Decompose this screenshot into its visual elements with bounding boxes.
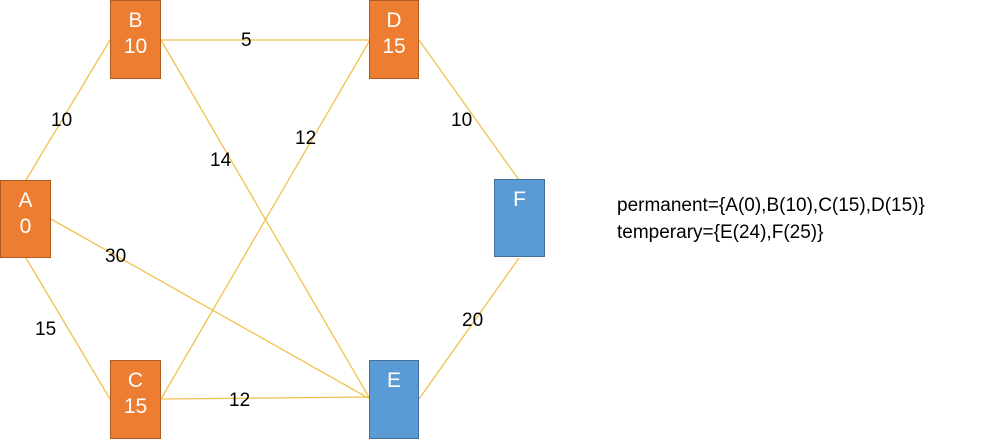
edge-c-e	[160, 396, 371, 400]
weight-label-a-c: 15	[35, 319, 57, 340]
node-b-name: B	[128, 9, 143, 32]
weight-label-f-e: 20	[462, 310, 484, 331]
node-d-name: D	[386, 9, 402, 32]
node-d-distance: 15	[382, 35, 406, 58]
node-c-name: C	[127, 369, 144, 392]
node-f-name: F	[513, 188, 526, 211]
node-a-distance: 0	[19, 215, 32, 238]
temporary-set-text: temperary={E(24),F(25)}	[617, 222, 824, 243]
node-e: E	[369, 360, 419, 439]
node-c-distance: 15	[123, 395, 148, 418]
node-e-name: E	[386, 369, 401, 392]
edge-c-d	[160, 39, 371, 400]
node-b-distance: 10	[123, 35, 148, 58]
node-a-name: A	[18, 189, 33, 212]
set-summary: permanent={A(0),B(10),C(15),D(15)} tempe…	[617, 192, 925, 246]
node-c: C 15	[110, 360, 161, 439]
node-d: D 15	[369, 0, 419, 79]
weight-label-b-e: 14	[210, 150, 232, 171]
node-a: A 0	[0, 180, 51, 258]
weight-label-c-e: 12	[229, 390, 251, 411]
node-f: F	[494, 179, 545, 257]
edge-a-c	[25, 257, 111, 400]
node-b: B 10	[110, 0, 161, 79]
edge-a-e	[50, 218, 371, 400]
weight-label-d-f: 10	[451, 110, 473, 131]
edge-f-e	[418, 257, 520, 400]
weight-label-b-d: 5	[241, 30, 252, 51]
weight-label-a-b: 10	[51, 110, 73, 131]
permanent-set-text: permanent={A(0),B(10),C(15),D(15)}	[617, 195, 925, 216]
edge-a-b	[25, 39, 111, 181]
weight-label-a-e: 30	[105, 246, 127, 267]
weight-label-c-d: 12	[295, 128, 317, 149]
edge-d-f	[418, 39, 520, 181]
